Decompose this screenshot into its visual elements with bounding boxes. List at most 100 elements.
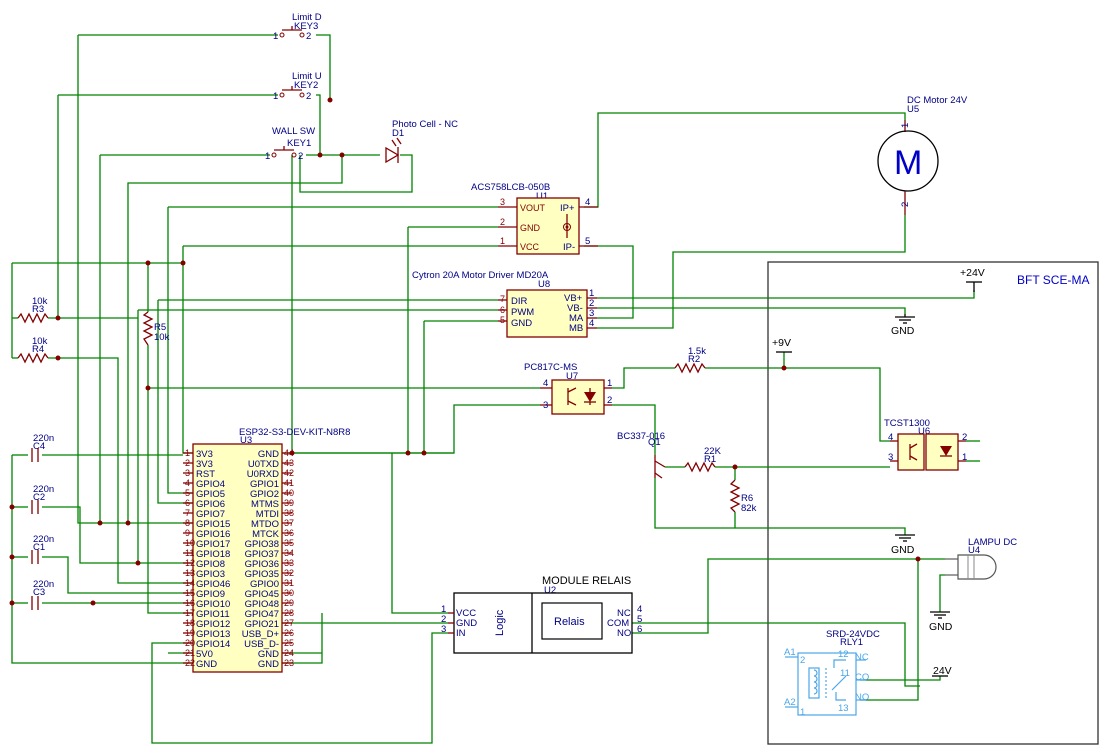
- u1-pin-num: 5: [585, 236, 590, 247]
- power-label: +24V: [960, 267, 985, 279]
- u3-pin-num: 7: [185, 508, 190, 518]
- motor-label: DC Motor 24V: [907, 95, 968, 106]
- u3-pin-name: U0RXD: [247, 469, 279, 480]
- u8-pin-num: 2: [589, 298, 594, 309]
- photo-diode-ref: D1: [392, 128, 404, 139]
- u3-pin-name: 3V3: [196, 449, 213, 460]
- wire: [157, 300, 193, 504]
- wire: [784, 367, 890, 442]
- u3-pin-num: 13: [185, 568, 195, 578]
- resistor-zigzag: [17, 312, 49, 324]
- u6-pin: 1: [962, 452, 967, 463]
- sense-ring: [563, 223, 571, 231]
- wire: [299, 154, 413, 193]
- u1-pin-name: VOUT: [520, 203, 546, 213]
- u3-pin-num: 18: [185, 618, 195, 628]
- u3-pin-num: 2: [185, 458, 190, 468]
- c3-value: 220n: [33, 579, 54, 590]
- u8-pin-name: GND: [511, 318, 532, 329]
- u1-pin-num: 4: [585, 197, 590, 208]
- rly1-pin: A2: [784, 697, 796, 708]
- junction-dot: [90, 600, 96, 606]
- c2-ref: C2: [33, 492, 45, 503]
- u3-pin-name: USB_D+: [242, 629, 280, 640]
- u1-body: [516, 197, 580, 255]
- motor-ref: U5: [907, 104, 919, 115]
- u6-body-left: [897, 433, 925, 471]
- r5-value: 10k: [154, 332, 170, 343]
- switch-contact: [291, 152, 297, 158]
- u2-pin-name: IN: [456, 628, 466, 639]
- motor-pin-1: 1: [900, 123, 911, 128]
- wire: [705, 352, 785, 369]
- junction-dot: [781, 365, 787, 371]
- gnd-label: GND: [891, 325, 915, 337]
- transistor-lead: [654, 460, 666, 468]
- u3-pin-num: 12: [185, 558, 195, 568]
- u3-pin-num: 1: [185, 448, 190, 458]
- r2-ref: R2: [688, 354, 700, 365]
- resistor-r5: R5 10k: [142, 311, 170, 346]
- switch-key3-label: Limit D: [292, 12, 322, 23]
- u7-ref: U7: [566, 371, 578, 382]
- u3-pin-name: U0TXD: [248, 459, 279, 470]
- led-triangle: [584, 392, 596, 402]
- u1-pin-num: 3: [500, 197, 505, 207]
- junction-dot: [145, 260, 151, 266]
- junction-dot: [339, 152, 345, 158]
- u3-pin-name: GPIO0: [250, 579, 279, 590]
- u3-pin-name: GPIO14: [196, 639, 230, 650]
- u3-pin-num: 26: [284, 628, 294, 638]
- resistor-r3: 10k R3: [17, 296, 49, 324]
- u8-pin-name: VB+: [564, 293, 583, 304]
- ground-symbol-u8: GND: [891, 314, 915, 337]
- wire: [584, 112, 906, 208]
- u3-pin-num: 40: [284, 488, 294, 498]
- u3-pin-name: RST: [196, 469, 215, 480]
- relay-coil-winding: [813, 669, 818, 695]
- wire: [597, 290, 975, 299]
- sense-dot: [565, 225, 569, 229]
- u3-pin-num: 44: [284, 448, 294, 458]
- junction-dot: [9, 504, 15, 510]
- u1-pin-name: IP+: [560, 203, 575, 214]
- wire: [147, 345, 193, 614]
- rly1-pin: 13: [838, 703, 849, 714]
- u1-ref: U1: [536, 191, 548, 202]
- junction-dot: [405, 450, 411, 456]
- motor-driver-u8: Cytron 20A Motor Driver MD20A U8 7 DIR 6…: [412, 270, 597, 338]
- wire: [939, 574, 945, 612]
- u3-pin-name: GND: [258, 659, 279, 670]
- switch-pin-1: 1: [273, 31, 278, 42]
- u3-pin-name: GND: [258, 449, 279, 460]
- u6-label: TCST1300: [884, 418, 930, 429]
- wire: [860, 676, 941, 681]
- motor-symbol: M: [894, 144, 922, 182]
- switch-pin-1: 1: [273, 91, 278, 102]
- u2-logic-label: Logic: [494, 609, 506, 636]
- u2-relais-label: Relais: [554, 616, 585, 628]
- u3-pin-name: GPIO17: [196, 539, 230, 550]
- u3-right-pins: 44GND43U0TXD42U0RXD41GPIO140GPIO239MTMS3…: [242, 448, 294, 670]
- lamp-u4: LAMPU DC U4: [945, 537, 1017, 580]
- relay-contact: [833, 659, 846, 668]
- u3-pin-num: 5: [185, 488, 190, 498]
- u2-pin-num: 4: [637, 604, 642, 615]
- wire: [734, 512, 906, 535]
- opto-sensor-u6: TCST1300 U6 4 3 2 1: [884, 418, 967, 471]
- u7-pin: 1: [607, 378, 612, 389]
- u8-pin-name: DIR: [511, 296, 528, 307]
- transistor-lead: [654, 472, 663, 479]
- u3-pin-name: GPIO46: [196, 579, 230, 590]
- u3-pin-name: GPIO16: [196, 529, 230, 540]
- relay-rly1: SRD-24VDC RLY1 A1 A2 2 1 12 11 13 NC CO …: [784, 629, 880, 718]
- u6-body-right: [925, 433, 959, 471]
- junction-dot: [55, 355, 61, 361]
- u3-pin-name: GPIO2: [250, 489, 279, 500]
- relay-contact: [835, 692, 846, 701]
- u3-pin-num: 25: [284, 638, 294, 648]
- u3-pin-num: 3: [185, 468, 190, 478]
- u3-pin-num: 19: [185, 628, 195, 638]
- wire: [77, 35, 193, 524]
- u2-pin-name: GND: [456, 618, 477, 629]
